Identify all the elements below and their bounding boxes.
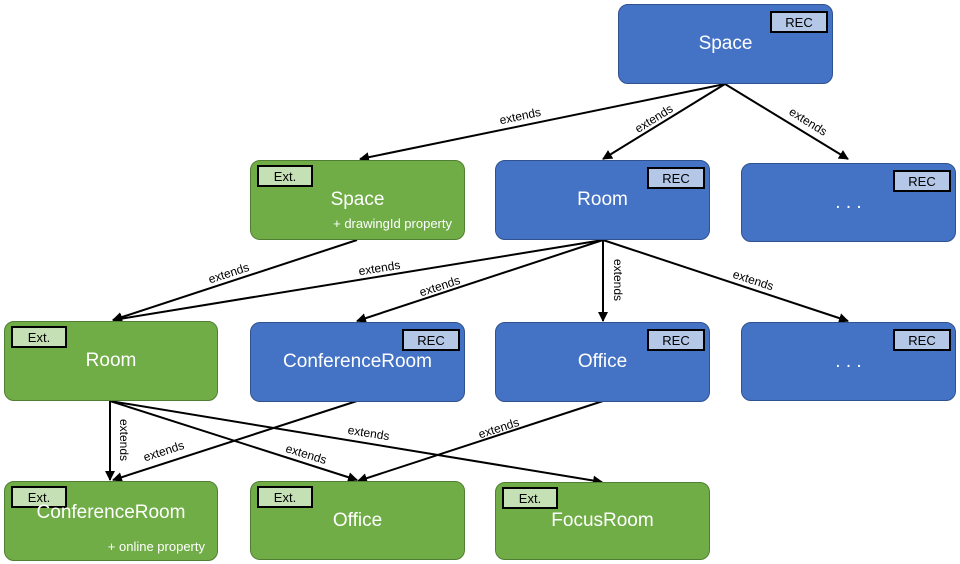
edge-space-to-room: extends bbox=[602, 83, 726, 160]
edge-office-to-office-ext: extends bbox=[357, 400, 604, 483]
node-title: FocusRoom bbox=[551, 510, 654, 531]
rec-tag: REC bbox=[770, 11, 828, 33]
ext-tag: Ext. bbox=[11, 486, 67, 508]
edge-label: extends bbox=[418, 273, 462, 299]
node-conferenceroom-rec[interactable]: REC ConferenceRoom bbox=[250, 322, 465, 402]
node-more-rec-1[interactable]: REC . . . bbox=[741, 163, 956, 242]
edge-room-to-conferenceroom: extends bbox=[356, 239, 604, 323]
node-title: Space bbox=[698, 33, 753, 54]
node-subtitle: + drawingId property bbox=[333, 216, 452, 231]
edge-space-to-more: extends bbox=[724, 83, 849, 160]
ext-tag: Ext. bbox=[257, 486, 313, 508]
edge-label: extends bbox=[117, 419, 131, 461]
ext-tag: Ext. bbox=[502, 487, 558, 509]
node-title: Room bbox=[85, 350, 137, 371]
rec-tag: REC bbox=[893, 329, 951, 351]
edge-room-ext-to-focusroom-ext: extends bbox=[109, 400, 603, 486]
edge-room-ext-to-conferenceroom-ext: extends bbox=[105, 401, 131, 481]
node-title: . . . bbox=[835, 191, 862, 213]
node-more-rec-2[interactable]: REC . . . bbox=[741, 322, 956, 401]
node-conferenceroom-ext[interactable]: Ext. ConferenceRoom + online property bbox=[4, 481, 218, 561]
node-subtitle: + online property bbox=[107, 539, 205, 554]
ext-tag: Ext. bbox=[257, 165, 313, 187]
edge-space-ext-to-room-ext: extends bbox=[112, 239, 358, 322]
node-office-rec[interactable]: REC Office bbox=[495, 322, 710, 402]
rec-tag: REC bbox=[893, 170, 951, 192]
edge-label: extends bbox=[347, 423, 391, 443]
node-room-ext[interactable]: Ext. Room bbox=[4, 321, 218, 401]
node-title: . . . bbox=[835, 350, 862, 372]
ext-tag: Ext. bbox=[11, 326, 67, 348]
node-space-rec[interactable]: REC Space bbox=[618, 4, 833, 84]
node-title: Room bbox=[577, 189, 628, 210]
edge-room-to-office: extends bbox=[598, 240, 625, 322]
edge-space-to-space-ext: extends bbox=[359, 83, 726, 163]
node-office-ext[interactable]: Ext. Office bbox=[250, 481, 465, 560]
edge-room-to-room-ext: extends bbox=[112, 239, 604, 324]
node-room-rec[interactable]: REC Room bbox=[495, 160, 710, 240]
node-title: Office bbox=[332, 509, 383, 531]
rec-tag: REC bbox=[647, 329, 705, 351]
node-title: ConferenceRoom bbox=[36, 502, 186, 523]
edge-label: extends bbox=[611, 259, 625, 301]
node-title: ConferenceRoom bbox=[283, 351, 432, 372]
edge-label: extends bbox=[358, 258, 402, 278]
node-focusroom-ext[interactable]: Ext. FocusRoom bbox=[495, 482, 710, 560]
node-title: Space bbox=[330, 189, 385, 210]
node-title: Office bbox=[577, 351, 628, 372]
node-space-ext[interactable]: Ext. Space + drawingId property bbox=[250, 160, 465, 240]
edge-label: extends bbox=[142, 438, 186, 464]
edge-room-to-more: extends bbox=[602, 239, 849, 323]
rec-tag: REC bbox=[402, 329, 460, 351]
rec-tag: REC bbox=[647, 167, 705, 189]
edge-label: extends bbox=[477, 415, 521, 441]
